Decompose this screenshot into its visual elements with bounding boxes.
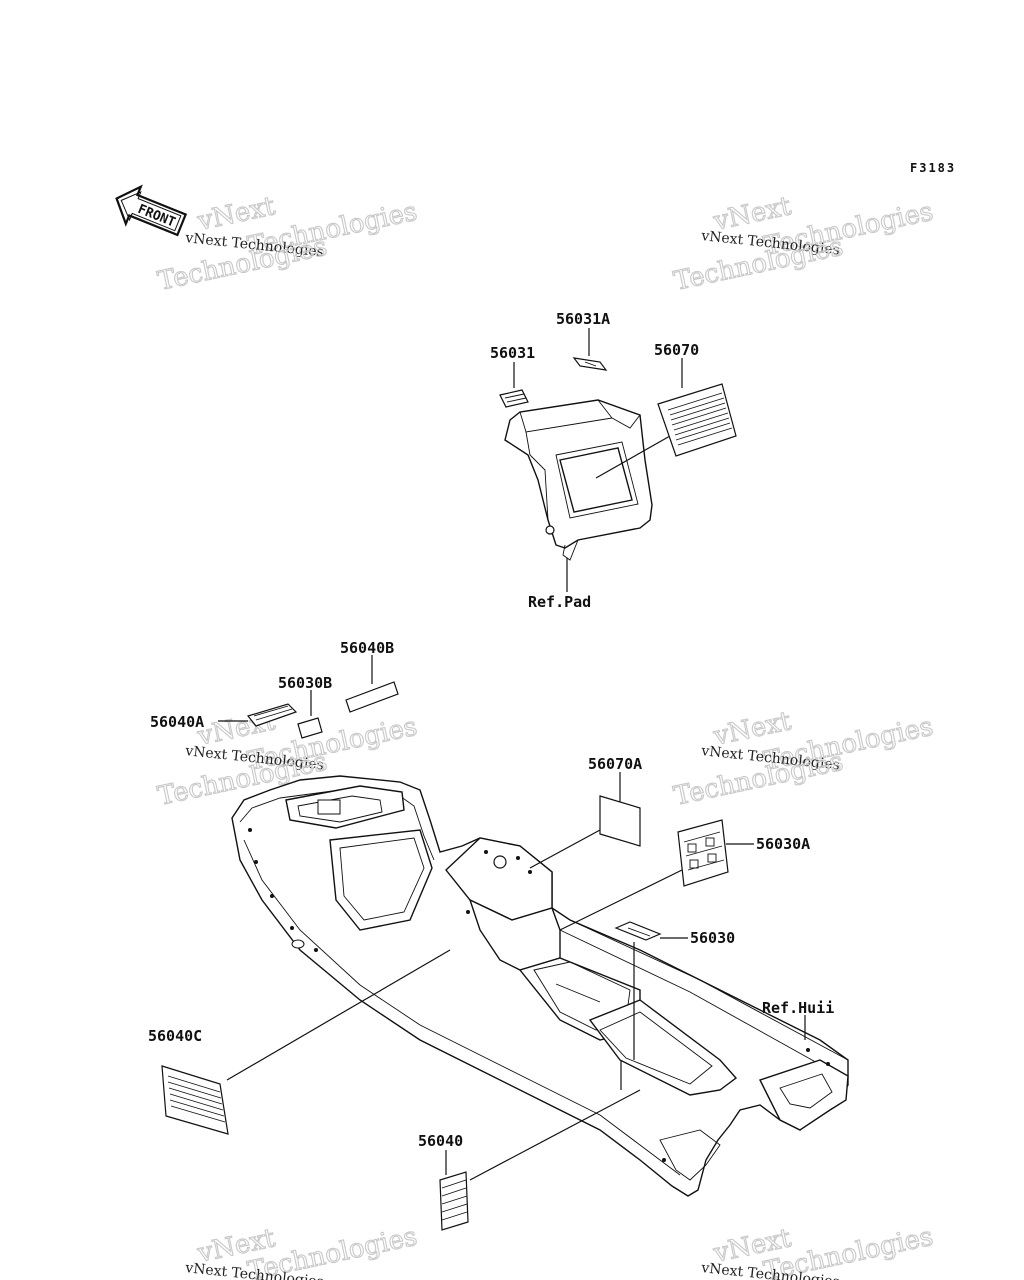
ref-hull: Ref.Huii bbox=[762, 999, 834, 1017]
decal-56031A bbox=[572, 357, 608, 371]
watermark-top-right: vNext Technologies vNext Technologies Te… bbox=[671, 191, 937, 298]
decal-56031 bbox=[499, 389, 529, 408]
decal-56070 bbox=[657, 383, 737, 457]
decal-56030 bbox=[614, 921, 662, 941]
label-56030B: 56030B bbox=[278, 674, 332, 692]
label-56040C: 56040C bbox=[148, 1027, 202, 1045]
decal-56040B bbox=[345, 681, 399, 713]
label-56030: 56030 bbox=[690, 929, 735, 947]
ref-pad: Ref.Pad bbox=[528, 593, 591, 611]
front-arrow-icon: FRONT bbox=[115, 184, 188, 237]
leader-lines bbox=[218, 655, 806, 1181]
label-56070A: 56070A bbox=[588, 755, 642, 773]
label-56040B: 56040B bbox=[340, 639, 394, 657]
decal-56070A bbox=[599, 795, 641, 847]
watermark-bottom-right: vNext Technologies vNext Technologies bbox=[700, 1221, 937, 1280]
hull-assembly bbox=[231, 775, 849, 1197]
watermark-top-left: vNext Technologies vNext Technologies Te… bbox=[155, 191, 421, 298]
decal-56040A bbox=[246, 703, 298, 727]
figure-code: F3183 bbox=[910, 161, 956, 175]
watermark-mid-right: vNext Technologies vNext Technologies Te… bbox=[671, 706, 937, 813]
label-56031A: 56031A bbox=[556, 310, 610, 328]
pad-assembly bbox=[504, 328, 683, 592]
decal-56030B bbox=[297, 717, 323, 739]
label-56040A: 56040A bbox=[150, 713, 204, 731]
label-56040: 56040 bbox=[418, 1132, 463, 1150]
decal-56030A bbox=[677, 819, 729, 887]
watermark-bottom-left: vNext Technologies vNext Technologies bbox=[184, 1221, 421, 1280]
label-56070: 56070 bbox=[654, 341, 699, 359]
decal-56040 bbox=[439, 1171, 469, 1231]
decal-56040C bbox=[161, 1065, 229, 1135]
label-56031: 56031 bbox=[490, 344, 535, 362]
label-56030A: 56030A bbox=[756, 835, 810, 853]
